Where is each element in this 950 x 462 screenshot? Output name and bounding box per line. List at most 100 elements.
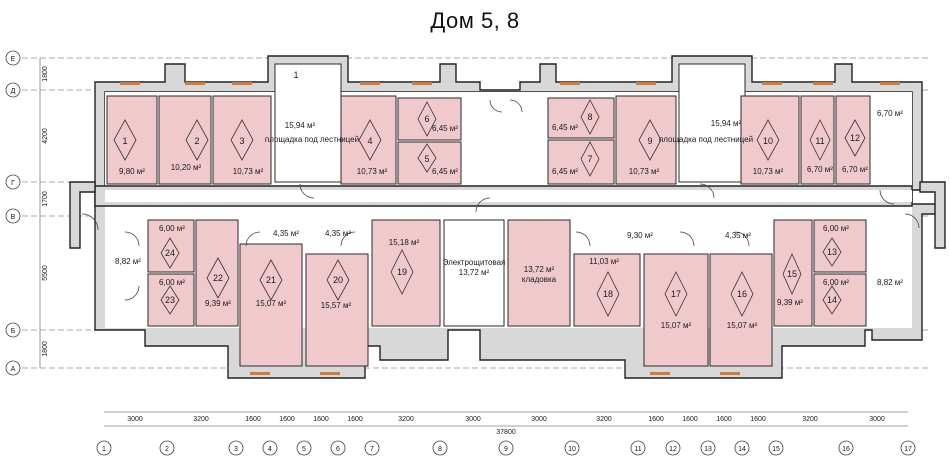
room-area: 6,00 м² bbox=[159, 224, 185, 233]
axis-number: 17 bbox=[904, 446, 912, 453]
room-number: 13 bbox=[827, 247, 837, 257]
room-number: 22 bbox=[213, 273, 223, 283]
room-area: 6,45 м² bbox=[552, 167, 578, 176]
room-number: 17 bbox=[671, 289, 681, 299]
room-area: 11,03 м² bbox=[589, 257, 619, 266]
room-7 bbox=[547, 139, 615, 185]
axis-number: 15 bbox=[772, 446, 780, 453]
dim: 3000 bbox=[869, 416, 885, 423]
small-area-left-1: 4,35 м² bbox=[273, 229, 299, 238]
axis-number: 3 bbox=[234, 446, 238, 453]
page-title: Дом 5, 8 bbox=[430, 8, 520, 33]
room-23 bbox=[147, 273, 195, 327]
top-right-area: 6,70 м² bbox=[877, 109, 903, 118]
stair-number: 1 bbox=[293, 70, 298, 80]
room-number: 15 bbox=[787, 269, 797, 279]
room-24 bbox=[147, 219, 195, 273]
room-number: 5 bbox=[424, 154, 429, 164]
axis-number: 16 bbox=[842, 446, 850, 453]
dim: 1600 bbox=[750, 416, 766, 423]
landing-right-text: площадка под лестницей bbox=[659, 135, 753, 144]
small-area-left-2: 4,35 м² bbox=[325, 229, 351, 238]
room-area: 15,07 м² bbox=[256, 299, 287, 308]
axis-number-markers: 1 2 3 4 5 6 7 8 9 10 11 12 13 14 15 16 1… bbox=[96, 440, 916, 456]
room-areas: 9,80 м² 10,20 м² 10,73 м² 10,73 м² 6,45 … bbox=[119, 123, 868, 330]
room-8 bbox=[547, 97, 615, 139]
room-16 bbox=[709, 253, 773, 367]
axis-number: 10 bbox=[568, 446, 576, 453]
room-20 bbox=[305, 253, 369, 367]
axis-letter: Г bbox=[11, 180, 15, 187]
axis-letter: Б bbox=[11, 328, 16, 335]
axis-letter-markers: Е Д Г В Б А bbox=[5, 50, 21, 376]
pantry-label: кладовка bbox=[522, 275, 557, 284]
axis-number: 1 bbox=[102, 446, 106, 453]
room-number: 19 bbox=[397, 267, 407, 277]
room-number: 16 bbox=[737, 289, 747, 299]
axis-number: 9 bbox=[504, 446, 508, 453]
room-6 bbox=[397, 97, 462, 141]
room-15 bbox=[773, 219, 813, 327]
left-corridor-area: 8,82 м² bbox=[115, 257, 141, 266]
room-area: 15,18 м² bbox=[389, 238, 420, 247]
room-area: 15,07 м² bbox=[661, 321, 692, 330]
electrical-label: Электрощитовая bbox=[443, 258, 506, 267]
small-area-right-2: 4,35 м² bbox=[725, 231, 751, 240]
room-area: 6,00 м² bbox=[823, 224, 849, 233]
room-area: 9,39 м² bbox=[205, 299, 231, 308]
room-17 bbox=[643, 253, 709, 367]
axis-number: 13 bbox=[704, 446, 712, 453]
room-1 bbox=[106, 95, 158, 185]
dim: 3200 bbox=[596, 416, 612, 423]
room-number: 3 bbox=[239, 136, 244, 146]
room-numbers: 1 2 3 4 5 6 7 8 9 10 11 12 13 14 15 16 1… bbox=[122, 112, 860, 305]
axis-number: 2 bbox=[165, 446, 169, 453]
dim: 3000 bbox=[465, 416, 481, 423]
dim: 3000 bbox=[127, 416, 143, 423]
landing-left-area: 15,94 м² bbox=[285, 121, 316, 130]
room-number: 24 bbox=[165, 248, 175, 258]
room-number: 20 bbox=[333, 275, 343, 285]
windows bbox=[120, 82, 900, 375]
room-22 bbox=[195, 219, 239, 327]
room-4 bbox=[340, 95, 397, 185]
axis-number: 7 bbox=[370, 446, 374, 453]
axis-letter: Д bbox=[11, 88, 16, 95]
room-9 bbox=[615, 95, 677, 185]
room-5 bbox=[397, 141, 462, 185]
room-number: 21 bbox=[266, 275, 276, 285]
axis-number: 11 bbox=[634, 446, 641, 453]
axis-number: 8 bbox=[438, 446, 442, 453]
room-area: 15,57 м² bbox=[321, 301, 352, 310]
dim: 1600 bbox=[347, 416, 363, 423]
side-dim: 4200 bbox=[42, 128, 49, 144]
landing-left-text: площадка под лестницей bbox=[265, 135, 359, 144]
room-area: 10,73 м² bbox=[357, 167, 388, 176]
bottom-dimensions: 3000 3200 1600 1600 1600 1600 3200 3000 … bbox=[104, 411, 908, 436]
room-number: 7 bbox=[587, 154, 592, 164]
room-area: 6,45 м² bbox=[432, 167, 458, 176]
dim: 1600 bbox=[716, 416, 732, 423]
room-2 bbox=[158, 95, 212, 185]
room-area: 6,00 м² bbox=[159, 278, 185, 287]
pantry-room bbox=[507, 219, 571, 327]
room-number: 4 bbox=[367, 136, 372, 146]
room-area: 15,07 м² bbox=[727, 321, 758, 330]
room-diamonds bbox=[113, 99, 866, 317]
room-13 bbox=[813, 219, 867, 273]
dim: 1600 bbox=[648, 416, 664, 423]
room-3 bbox=[212, 95, 272, 185]
room-area: 9,80 м² bbox=[119, 167, 145, 176]
room-number: 12 bbox=[850, 133, 860, 143]
side-dim: 5500 bbox=[42, 265, 49, 281]
room-10 bbox=[740, 95, 800, 185]
room-21 bbox=[239, 243, 303, 367]
labels: 1 15,94 м² площадка под лестницей 15,94 … bbox=[115, 70, 903, 287]
side-dim: 1700 bbox=[42, 191, 49, 207]
room-11 bbox=[800, 95, 835, 185]
room-number: 9 bbox=[647, 136, 652, 146]
room-area: 6,70 м² bbox=[842, 165, 868, 174]
dim: 3200 bbox=[398, 416, 414, 423]
dim: 1600 bbox=[279, 416, 295, 423]
